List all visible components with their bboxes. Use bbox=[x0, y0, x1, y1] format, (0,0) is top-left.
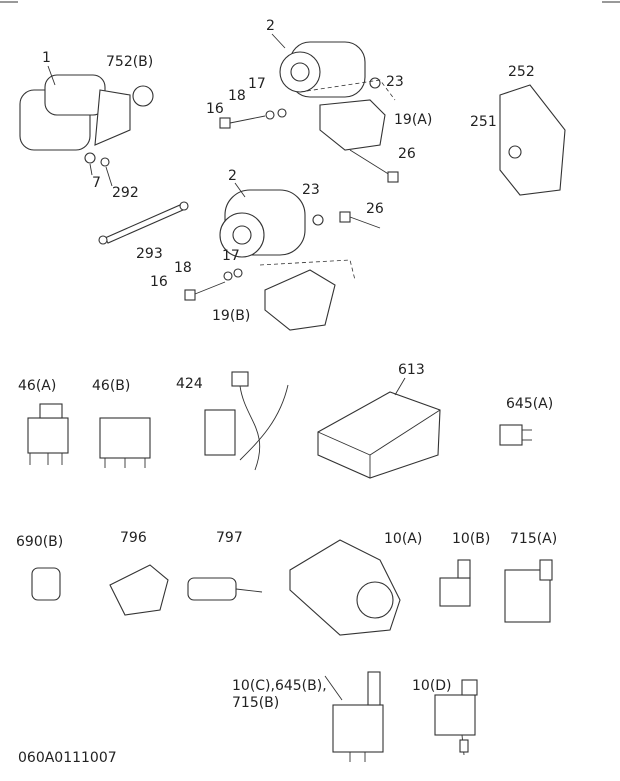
part-cover-252[interactable] bbox=[499, 84, 566, 196]
part-bolt-26a[interactable] bbox=[349, 149, 399, 183]
label-17a: 17 bbox=[248, 76, 266, 92]
label-7: 7 bbox=[92, 175, 101, 191]
part-nut-7-washer-292[interactable] bbox=[84, 152, 113, 187]
label-2a: 2 bbox=[266, 18, 275, 34]
label-17b: 17 bbox=[222, 248, 240, 264]
label-18a: 18 bbox=[228, 88, 246, 104]
label-46b: 46(B) bbox=[92, 378, 130, 394]
part-nut-23b[interactable] bbox=[312, 214, 324, 226]
label-26b: 26 bbox=[366, 201, 384, 217]
label-2b: 2 bbox=[228, 168, 237, 184]
label-19b: 19(B) bbox=[212, 308, 250, 324]
label-1: 1 bbox=[42, 50, 51, 66]
part-bolt-16a[interactable] bbox=[219, 108, 287, 129]
part-cable-293[interactable] bbox=[98, 201, 189, 245]
diagram-id: 060A0111007 bbox=[18, 750, 117, 766]
label-797: 797 bbox=[216, 530, 243, 546]
label-292: 292 bbox=[112, 185, 139, 201]
label-752b: 752(B) bbox=[106, 54, 153, 70]
label-10a: 10(A) bbox=[384, 531, 422, 547]
part-bracket-19a[interactable] bbox=[299, 79, 396, 151]
part-sensor-796[interactable] bbox=[109, 564, 169, 616]
part-alternator-b[interactable] bbox=[219, 182, 306, 258]
part-bolt-16b[interactable] bbox=[184, 268, 243, 301]
label-18b: 18 bbox=[174, 260, 192, 276]
part-alternator-a[interactable] bbox=[271, 33, 366, 98]
part-relay-10d[interactable] bbox=[434, 679, 478, 756]
label-46a: 46(A) bbox=[18, 378, 56, 394]
part-relay-46b[interactable] bbox=[99, 417, 151, 468]
label-251: 251 bbox=[470, 114, 497, 130]
part-starter-motor[interactable] bbox=[19, 65, 131, 151]
label-10c-line2: 715(B) bbox=[232, 695, 279, 711]
label-10d: 10(D) bbox=[412, 678, 452, 694]
label-26a: 26 bbox=[398, 146, 416, 162]
label-16b: 16 bbox=[150, 274, 168, 290]
part-sensor-797[interactable] bbox=[187, 577, 263, 601]
part-relay-715a[interactable] bbox=[504, 559, 553, 623]
part-bolt-26b[interactable] bbox=[339, 211, 381, 229]
label-424: 424 bbox=[176, 376, 203, 392]
label-690b: 690(B) bbox=[16, 534, 63, 550]
part-connector-690b[interactable] bbox=[31, 567, 61, 601]
part-nut-23a[interactable] bbox=[369, 77, 381, 89]
part-relay-10c[interactable] bbox=[324, 671, 384, 762]
label-613: 613 bbox=[398, 362, 425, 378]
part-controller-613[interactable] bbox=[317, 377, 441, 479]
label-19a: 19(A) bbox=[394, 112, 432, 128]
part-relay-bracket-10a[interactable] bbox=[289, 539, 401, 636]
label-715a: 715(A) bbox=[510, 531, 557, 547]
label-645a: 645(A) bbox=[506, 396, 553, 412]
label-16a: 16 bbox=[206, 101, 224, 117]
part-relay-10b[interactable] bbox=[439, 559, 471, 607]
label-23a: 23 bbox=[386, 74, 404, 90]
label-252: 252 bbox=[508, 64, 535, 80]
label-293: 293 bbox=[136, 246, 163, 262]
part-bracket-19b[interactable] bbox=[259, 259, 356, 331]
part-o-ring-752b[interactable] bbox=[132, 85, 154, 107]
label-796: 796 bbox=[120, 530, 147, 546]
part-harness-424[interactable] bbox=[204, 371, 289, 471]
label-23b: 23 bbox=[302, 182, 320, 198]
part-relay-46a[interactable] bbox=[27, 403, 69, 465]
part-connector-645a[interactable] bbox=[499, 424, 532, 446]
label-10b: 10(B) bbox=[452, 531, 490, 547]
label-10c-line1: 10(C),645(B), bbox=[232, 678, 327, 694]
